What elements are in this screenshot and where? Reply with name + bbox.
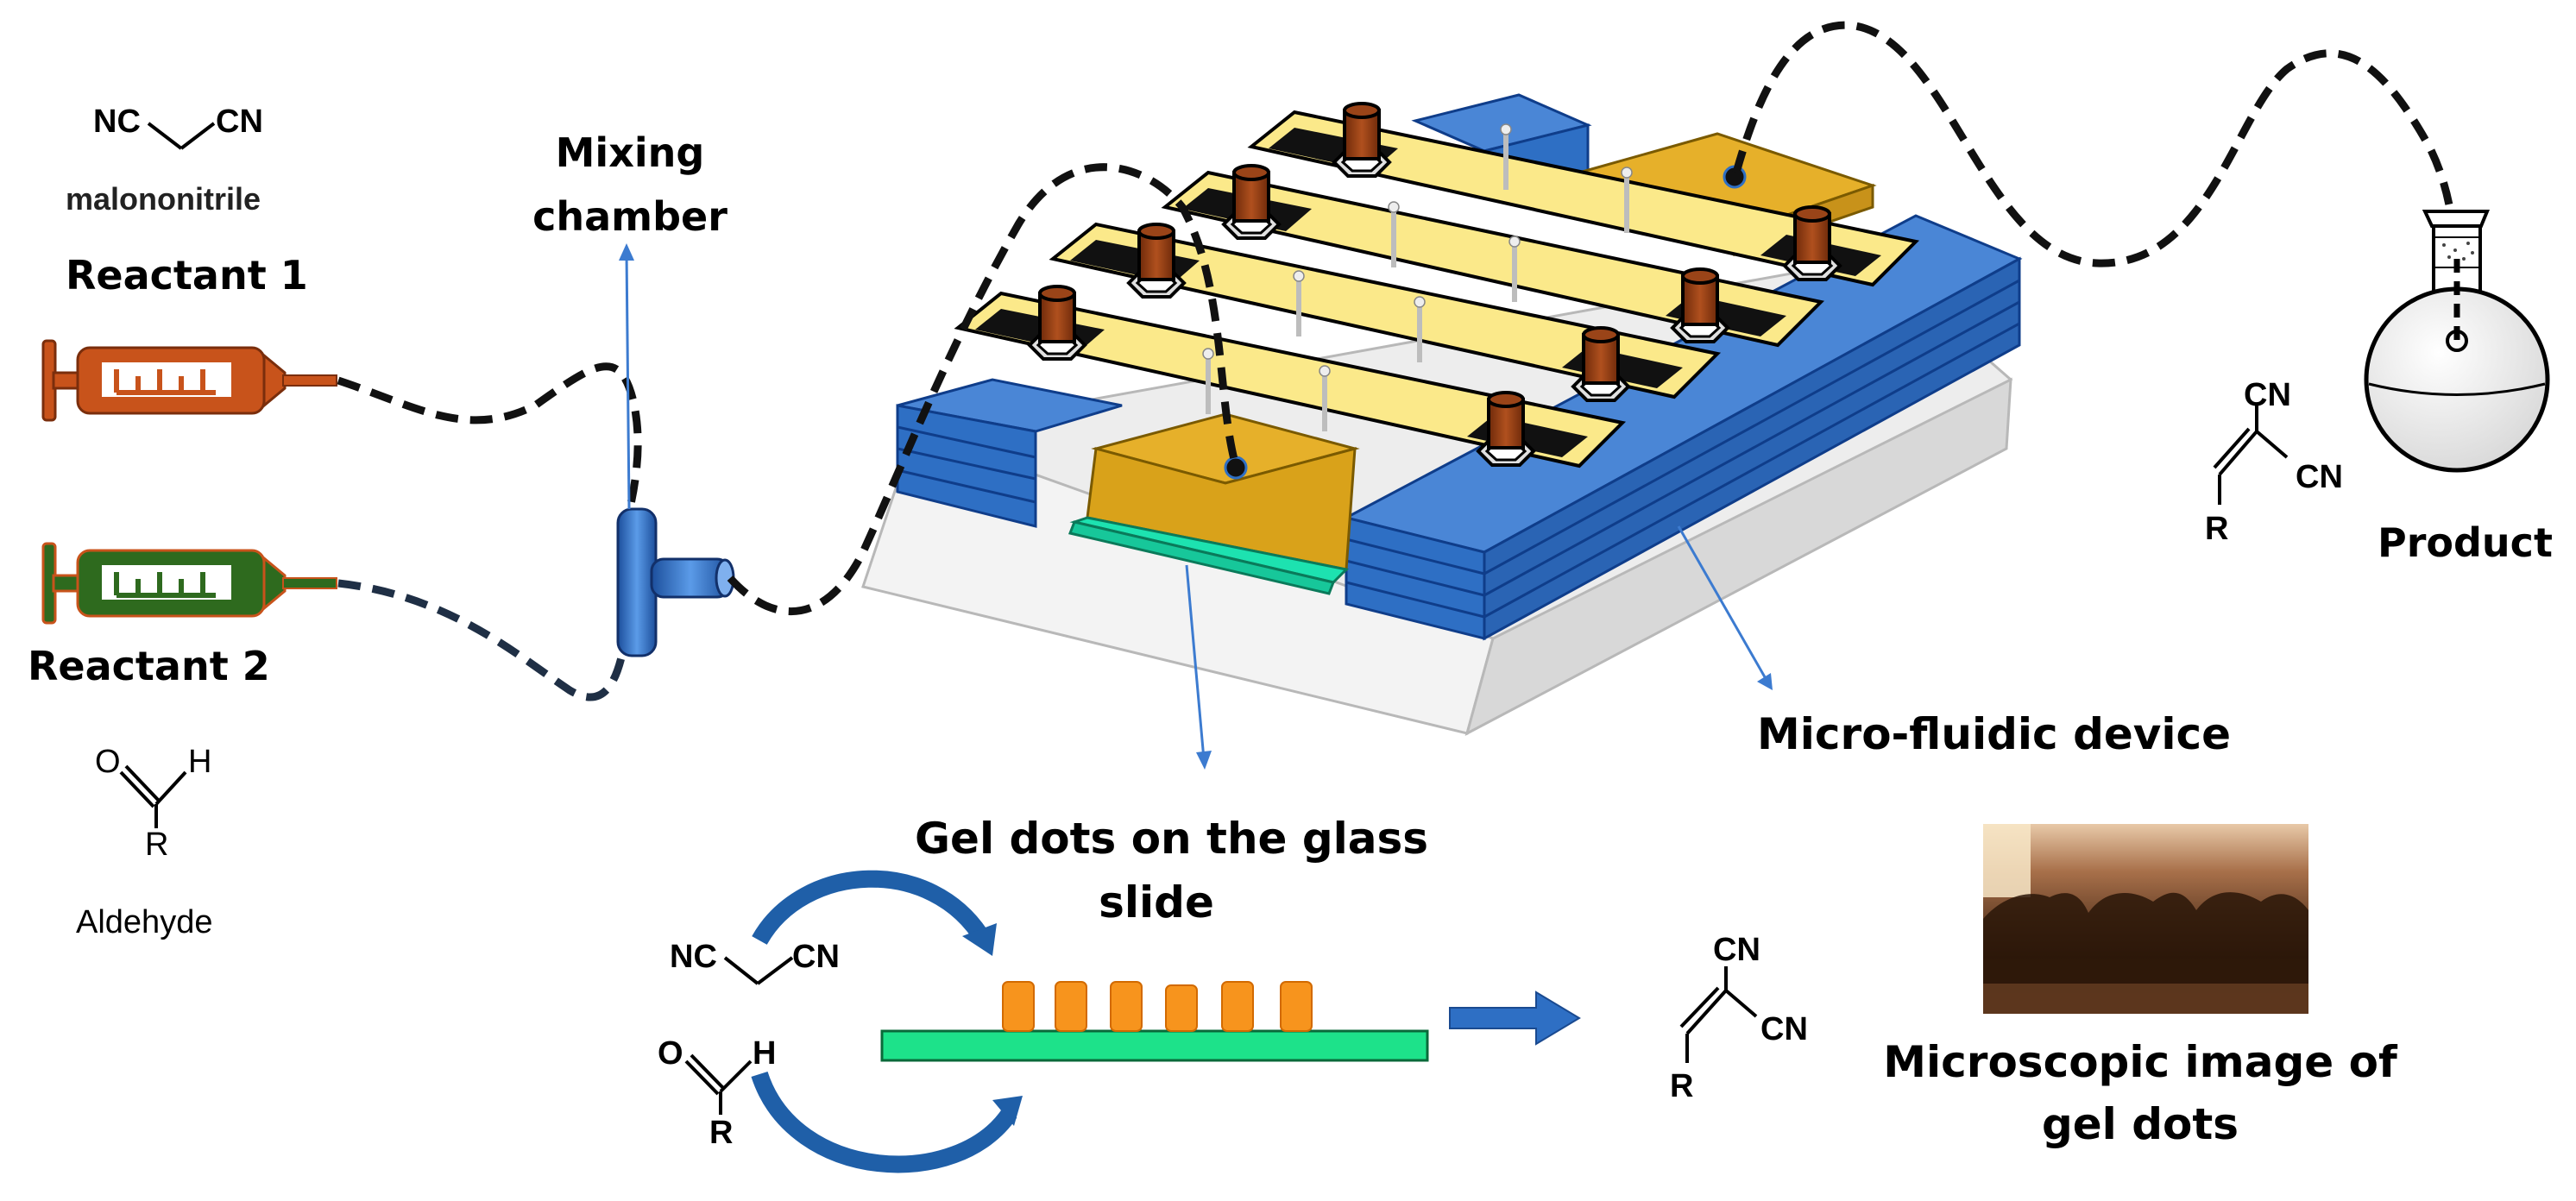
mixing-chamber-pointer xyxy=(619,243,634,510)
tube-reactant-1 xyxy=(337,362,642,528)
bottom-malononitrile-cn: CN xyxy=(792,939,840,975)
malononitrile-cn: CN xyxy=(216,104,263,140)
gel-dots-title: Gel dots on the glass slide xyxy=(915,807,1429,934)
gel-dots-title-line1: Gel dots on the glass xyxy=(915,814,1429,864)
product-cn-right: CN xyxy=(2296,459,2343,495)
product-structure-bottom xyxy=(1679,966,1758,1063)
product-cn-top: CN xyxy=(2244,377,2291,413)
bottom-malononitrile-nc: NC xyxy=(670,939,717,975)
curved-arrow-bottom xyxy=(751,1071,1017,1173)
malononitrile-structure-top xyxy=(147,122,216,150)
gel-dots-pointer xyxy=(1185,564,1212,770)
malononitrile-structure-bottom xyxy=(723,956,794,985)
curved-arrow-top xyxy=(752,870,992,946)
bottom-aldehyde-r: R xyxy=(709,1115,734,1151)
microscopic-image-caption: Microscopic image of gel dots xyxy=(1881,1031,2399,1155)
mixing-chamber-line1: Mixing xyxy=(555,129,705,176)
aldehyde-h: H xyxy=(188,744,212,780)
tube-reactant-2 xyxy=(337,579,633,701)
syringe-reactant-2-icon xyxy=(41,542,337,625)
tube-to-flask xyxy=(1732,21,2459,267)
product-label: Product xyxy=(2378,519,2553,566)
mixing-chamber-line2: chamber xyxy=(532,193,727,240)
aldehyde-o: O xyxy=(95,744,121,780)
malononitrile-nc: NC xyxy=(93,104,141,140)
product-r: R xyxy=(2205,511,2229,547)
reactant-2-label: Reactant 2 xyxy=(28,643,270,689)
device-pointer xyxy=(1677,525,1773,690)
aldehyde-name: Aldehyde xyxy=(76,904,213,940)
bottom-product-cn-top: CN xyxy=(1713,932,1760,968)
bottom-product-r: R xyxy=(1670,1068,1694,1104)
aldehyde-structure-bottom xyxy=(684,1053,753,1115)
microscopic-caption-line2: gel dots xyxy=(2041,1099,2239,1149)
bottom-aldehyde-h: H xyxy=(753,1035,777,1072)
tube-to-device xyxy=(727,163,1240,616)
product-structure-top xyxy=(2213,406,2289,505)
gel-dots-title-line2: slide xyxy=(1099,877,1214,927)
aldehyde-r: R xyxy=(145,827,169,863)
microscopic-caption-line1: Microscopic image of xyxy=(1883,1037,2397,1087)
reactant-1-label: Reactant 1 xyxy=(66,252,308,299)
malononitrile-name: malononitrile xyxy=(66,181,261,217)
microscopic-image xyxy=(1983,824,2308,1014)
reaction-arrow xyxy=(1449,990,1581,1046)
gel-dots xyxy=(1002,981,1313,1032)
product-flask-icon xyxy=(2364,210,2550,473)
glass-slide xyxy=(880,1029,1429,1062)
mixing-chamber-icon xyxy=(616,507,735,657)
mixing-chamber-label: Mixing chamber xyxy=(518,121,742,248)
bottom-product-cn-right: CN xyxy=(1760,1011,1808,1047)
aldehyde-structure-left xyxy=(119,764,187,828)
bottom-aldehyde-o: O xyxy=(658,1035,683,1072)
syringe-reactant-1-icon xyxy=(41,339,337,422)
microfluidic-device-illustration xyxy=(861,93,2023,736)
microfluidic-device-label: Micro-fluidic device xyxy=(1757,709,2232,759)
